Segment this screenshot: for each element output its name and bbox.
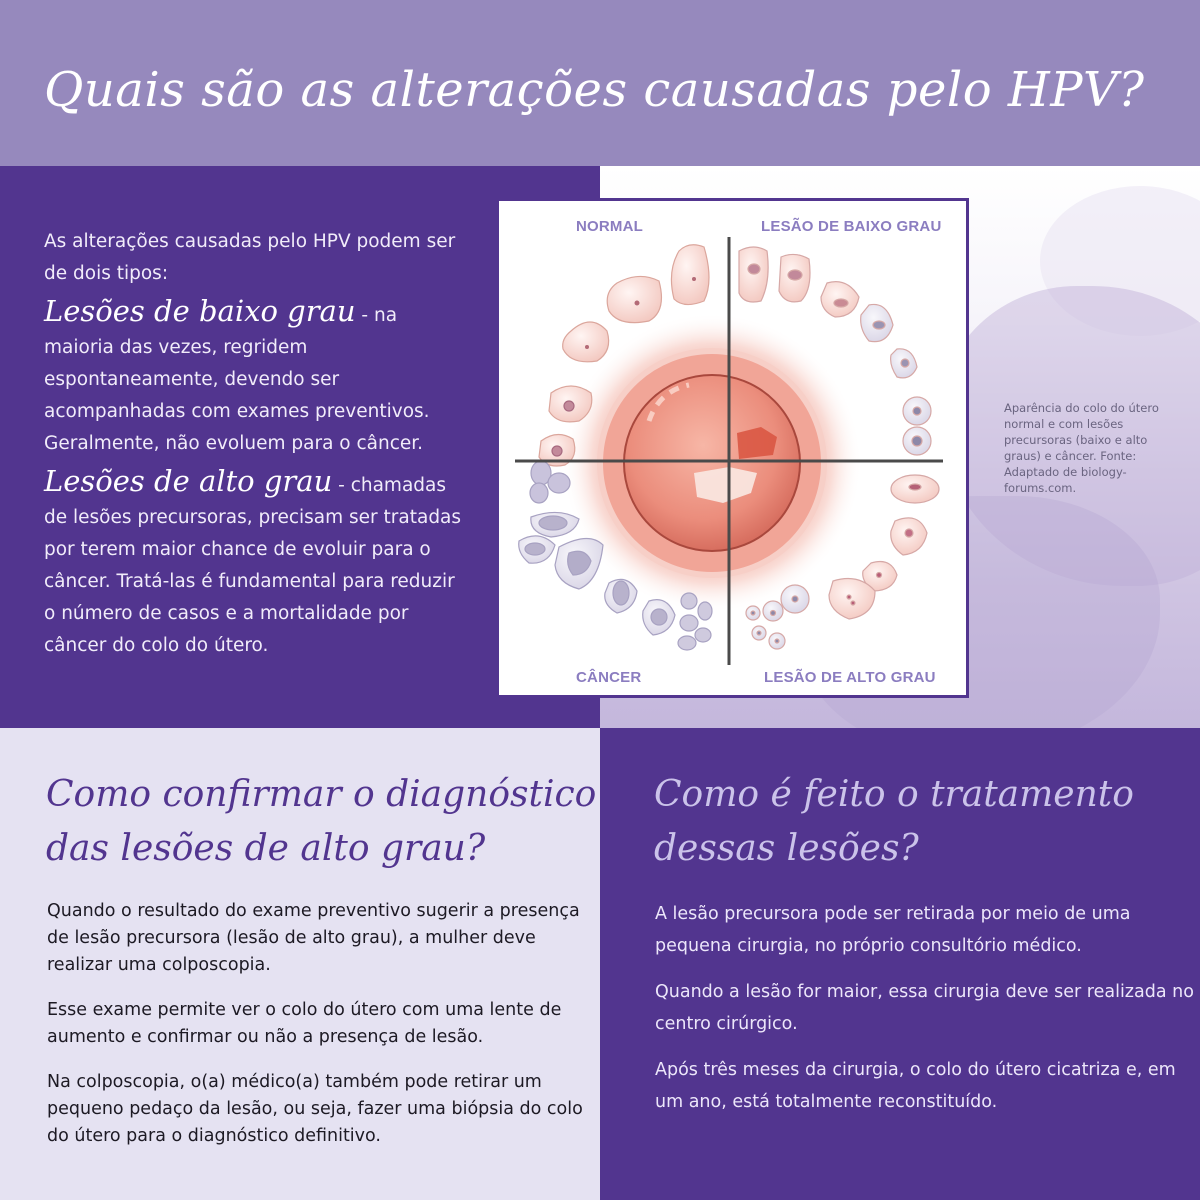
diagnosis-title-line1: Como confirmar o diagnóstico	[46, 774, 597, 815]
treatment-body: A lesão precursora pode ser retirada por…	[655, 898, 1195, 1132]
diagnosis-title-line2: das lesões de alto grau?	[46, 828, 486, 869]
page-title: Quais são as alterações causadas pelo HP…	[44, 62, 1145, 118]
treatment-paragraph: A lesão precursora pode ser retirada por…	[655, 904, 1131, 956]
treatment-paragraph: Quando a lesão for maior, essa cirurgia …	[655, 982, 1194, 1034]
high-grade-paragraph: Lesões de alto grau - chamadas de lesões…	[44, 464, 464, 662]
low-grade-term: Lesões de baixo grau	[44, 294, 356, 328]
treatment-title-line2: dessas lesões?	[654, 828, 919, 869]
treatment-title-line1: Como é feito o tratamento	[654, 774, 1134, 815]
high-grade-text: - chamadas de lesões precursoras, precis…	[44, 475, 462, 656]
header-banner: Quais são as alterações causadas pelo HP…	[0, 0, 1200, 166]
diagnosis-title: Como confirmar o diagnóstico das lesões …	[46, 768, 596, 876]
label-cancer: CÂNCER	[576, 669, 642, 686]
intro-lead: As alterações causadas pelo HPV podem se…	[44, 231, 456, 284]
diagnosis-paragraph: Esse exame permite ver o colo do útero c…	[47, 1000, 562, 1047]
cervix-illustration-figure: NORMAL LESÃO DE BAIXO GRAU CÂNCER LESÃO …	[496, 198, 969, 698]
diagnosis-body: Quando o resultado do exame preventivo s…	[47, 898, 587, 1168]
label-low-grade: LESÃO DE BAIXO GRAU	[761, 218, 942, 235]
diagnosis-paragraph: Na colposcopia, o(a) médico(a) também po…	[47, 1072, 583, 1146]
intro-text: As alterações causadas pelo HPV podem se…	[44, 226, 464, 666]
watercolor-wash	[1040, 186, 1200, 336]
treatment-panel: Como é feito o tratamento dessas lesões?…	[600, 728, 1200, 1200]
figure-caption: Aparência do colo do útero normal e com …	[1004, 401, 1159, 495]
high-grade-term: Lesões de alto grau	[44, 464, 333, 498]
treatment-title: Como é feito o tratamento dessas lesões?	[654, 768, 1134, 876]
cervix-cells-illustration	[515, 237, 943, 665]
diagnosis-paragraph: Quando o resultado do exame preventivo s…	[47, 901, 580, 975]
label-high-grade: LESÃO DE ALTO GRAU	[764, 669, 936, 686]
label-normal: NORMAL	[576, 218, 644, 235]
treatment-paragraph: Após três meses da cirurgia, o colo do ú…	[655, 1060, 1176, 1112]
low-grade-paragraph: Lesões de baixo grau - na maioria das ve…	[44, 294, 464, 460]
low-grade-text: - na maioria das vezes, regridem esponta…	[44, 305, 430, 454]
diagnosis-panel: Como confirmar o diagnóstico das lesões …	[0, 728, 600, 1200]
